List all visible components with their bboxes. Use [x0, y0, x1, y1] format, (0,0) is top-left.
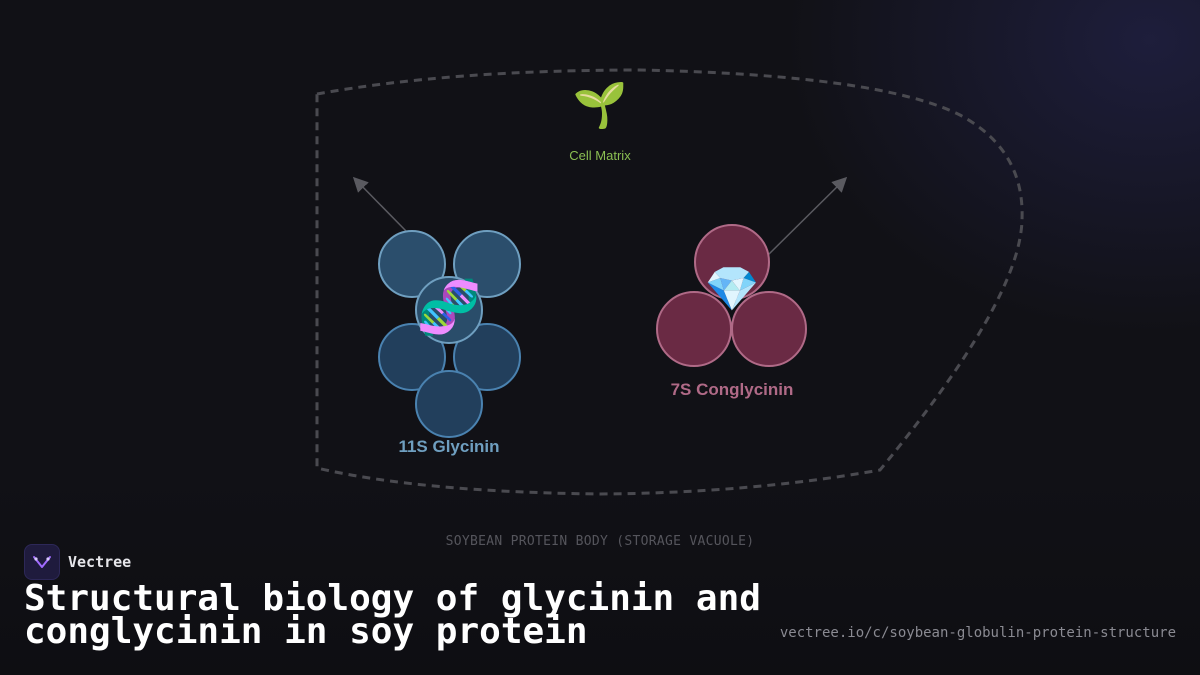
- conglycinin-subunit: [694, 224, 770, 300]
- glycinin-subunit: [453, 230, 521, 298]
- page-title: Structural biology of glycinin and congl…: [24, 578, 761, 652]
- vacuole-outline: [315, 68, 1024, 496]
- conglycinin-arrow: [767, 176, 848, 256]
- conglycinin-label: 7S Conglycinin: [670, 380, 794, 399]
- glycinin-subunit: [415, 370, 483, 438]
- conglycinin-trimer: [656, 224, 807, 367]
- source-url[interactable]: vectree.io/c/soybean-globulin-protein-st…: [779, 625, 1176, 641]
- glycinin-label: 11S Glycinin: [398, 437, 500, 456]
- vectree-logo-icon: [24, 544, 60, 580]
- glycinin-subunit: [378, 230, 446, 298]
- brand[interactable]: Vectree: [24, 544, 131, 580]
- conglycinin-subunit: [731, 291, 807, 367]
- seedling-icon: 🌱: [572, 80, 628, 131]
- gem-icon: 💎: [704, 264, 760, 315]
- cell-matrix-label: Cell Matrix: [569, 148, 631, 163]
- glycinin-subunit: [378, 323, 446, 391]
- compartment-caption: SOYBEAN PROTEIN BODY (STORAGE VACUOLE): [445, 534, 755, 549]
- glycinin-arrow: [352, 176, 408, 233]
- glycinin-subunit: [453, 323, 521, 391]
- glycinin-hexamer: [378, 230, 521, 438]
- brand-name: Vectree: [68, 553, 132, 571]
- glycinin-subunit: [415, 276, 483, 344]
- dna-icon: 🧬: [416, 278, 482, 338]
